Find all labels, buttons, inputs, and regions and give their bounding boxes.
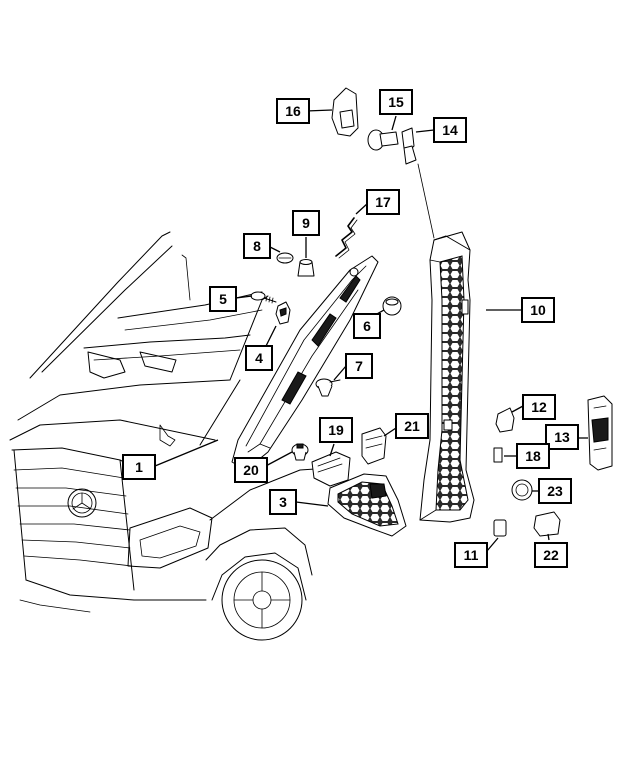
callout-label: 18 [525, 448, 541, 464]
callout-14: 14 [433, 117, 467, 143]
part-7-clip [315, 378, 341, 397]
part-9-plug [297, 259, 315, 277]
callout-21: 21 [395, 413, 429, 439]
callout-7: 7 [345, 353, 373, 379]
part-1-a-pillar-trim [231, 255, 379, 471]
part-13-trim-strip [587, 395, 613, 471]
callout-label: 4 [255, 350, 263, 366]
part-3-kick-panel [327, 473, 407, 537]
callout-10: 10 [521, 297, 555, 323]
vehicle-outline [9, 231, 331, 641]
callout-18: 18 [516, 443, 550, 469]
part-22-pad [533, 511, 561, 537]
callout-22: 22 [534, 542, 568, 568]
callout-label: 5 [219, 291, 227, 307]
callout-15: 15 [379, 89, 413, 115]
part-4-clip [275, 301, 291, 325]
callout-label: 7 [355, 358, 363, 374]
callout-6: 6 [353, 313, 381, 339]
part-15-pin [367, 129, 399, 151]
callout-23: 23 [538, 478, 572, 504]
callout-label: 19 [328, 422, 344, 438]
callout-label: 12 [531, 399, 547, 415]
part-12-switch-cover [495, 407, 515, 433]
callout-17: 17 [366, 189, 400, 215]
callout-12: 12 [522, 394, 556, 420]
callout-label: 3 [279, 494, 287, 510]
callout-label: 10 [530, 302, 546, 318]
callout-label: 1 [135, 459, 143, 475]
callout-19: 19 [319, 417, 353, 443]
callout-16: 16 [276, 98, 310, 124]
callout-label: 17 [375, 194, 391, 210]
callout-label: 8 [253, 238, 261, 254]
callout-13: 13 [545, 424, 579, 450]
part-5-screw [250, 291, 277, 304]
part-14-bracket [401, 127, 417, 165]
callout-label: 9 [302, 215, 310, 231]
callout-label: 15 [388, 94, 404, 110]
callout-label: 20 [243, 462, 259, 478]
part-23-grommet [511, 479, 533, 501]
callout-label: 23 [547, 483, 563, 499]
callout-label: 11 [464, 547, 479, 563]
callout-label: 14 [442, 122, 458, 138]
callout-4: 4 [245, 345, 273, 371]
part-10-pillar-trim [419, 231, 475, 523]
part-21-bracket [361, 427, 387, 465]
part-17-wire [335, 217, 358, 259]
callout-20: 20 [234, 457, 268, 483]
callout-8: 8 [243, 233, 271, 259]
callout-label: 21 [404, 418, 420, 434]
part-20-clip [291, 443, 309, 461]
callout-label: 6 [363, 318, 371, 334]
callout-3: 3 [269, 489, 297, 515]
part-16-grab-handle [331, 87, 359, 137]
callout-label: 22 [543, 547, 559, 563]
part-18-clip [493, 447, 503, 463]
callout-1: 1 [122, 454, 156, 480]
callout-5: 5 [209, 286, 237, 312]
part-11-clip [493, 519, 507, 537]
part-8-cap [276, 252, 294, 264]
part-6-button [382, 296, 402, 316]
callout-9: 9 [292, 210, 320, 236]
callout-label: 13 [554, 429, 570, 445]
callout-label: 16 [285, 103, 301, 119]
callout-11: 11 [454, 542, 488, 568]
part-19-cover [311, 451, 351, 487]
